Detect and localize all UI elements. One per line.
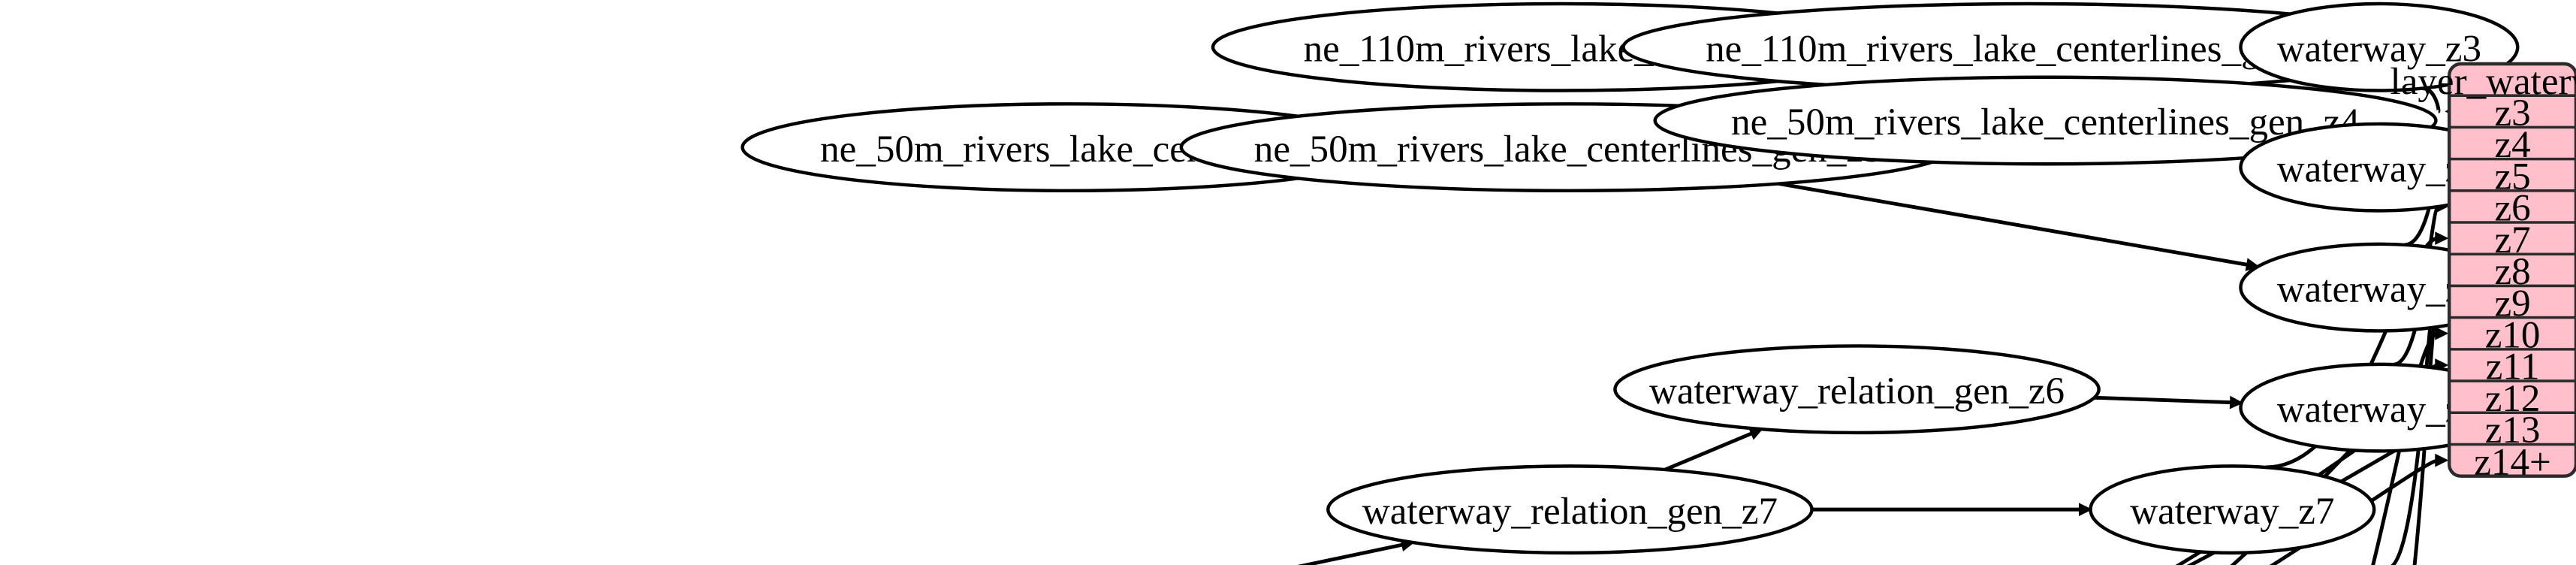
graph-edge <box>1664 431 1754 472</box>
node-label: waterway_z6 <box>2277 388 2481 431</box>
graph-edge <box>1778 182 2249 267</box>
graph-node-waterway_relation_gen_z6[interactable]: waterway_relation_gen_z6 <box>1613 344 2101 435</box>
node-label: waterway_z7 <box>2130 490 2334 533</box>
layer-waterway-table-body <box>2447 62 2576 478</box>
node-label: waterway_relation_gen_z7 <box>1362 490 1778 533</box>
graph-edge <box>2094 395 2233 405</box>
graph-node-ne_110m_rivers_lake_centerlines_gen_z3[interactable]: ne_110m_rivers_lake_centerlines_gen_z3 <box>1621 2 2436 92</box>
graph-edge <box>1297 542 1405 565</box>
graph-node-ne_50m_rivers_lake_centerlines_gen_z4[interactable]: ne_50m_rivers_lake_centerlines_gen_z4 <box>1653 75 2438 166</box>
graph-node-waterway_z7[interactable]: waterway_z7 <box>2089 464 2376 555</box>
edge-arrowhead <box>2229 395 2244 409</box>
node-ellipse <box>2089 464 2376 555</box>
node-label: waterway_z4 <box>2277 147 2481 190</box>
graph-node-waterway_z3[interactable]: waterway_z3 <box>2239 2 2520 92</box>
node-ellipse <box>1326 464 1814 555</box>
node-ellipse <box>2239 2 2520 92</box>
graph-edge <box>2269 458 2439 565</box>
edge-arrowhead <box>2435 231 2449 246</box>
node-label: waterway_z5 <box>2277 267 2481 310</box>
node-label: waterway_z3 <box>2277 27 2481 70</box>
table-row[interactable]: z14+ <box>2474 440 2551 483</box>
edge-arrowhead <box>2078 503 2093 517</box>
node-ellipse <box>1613 344 2101 435</box>
node-ellipse <box>1653 75 2438 166</box>
graph-edge <box>2371 331 2439 565</box>
edge-arrowhead <box>2435 453 2449 467</box>
nodes-layer: imposm3osm_waterway_relationosm_waterway… <box>741 2 2520 555</box>
layer-waterway-table[interactable]: layer_waterwayz3z4z5z6z7z8z9z10z11z12z13… <box>2390 60 2576 484</box>
node-label: ne_50m_rivers_lake_centerlines_gen_z4 <box>1731 101 2360 144</box>
graph-edge <box>2186 426 2439 565</box>
edge-arrowhead <box>2435 326 2449 340</box>
node-label: waterway_relation_gen_z6 <box>1649 370 2065 412</box>
graph-node-waterway_relation_gen_z7[interactable]: waterway_relation_gen_z7 <box>1326 464 1814 555</box>
